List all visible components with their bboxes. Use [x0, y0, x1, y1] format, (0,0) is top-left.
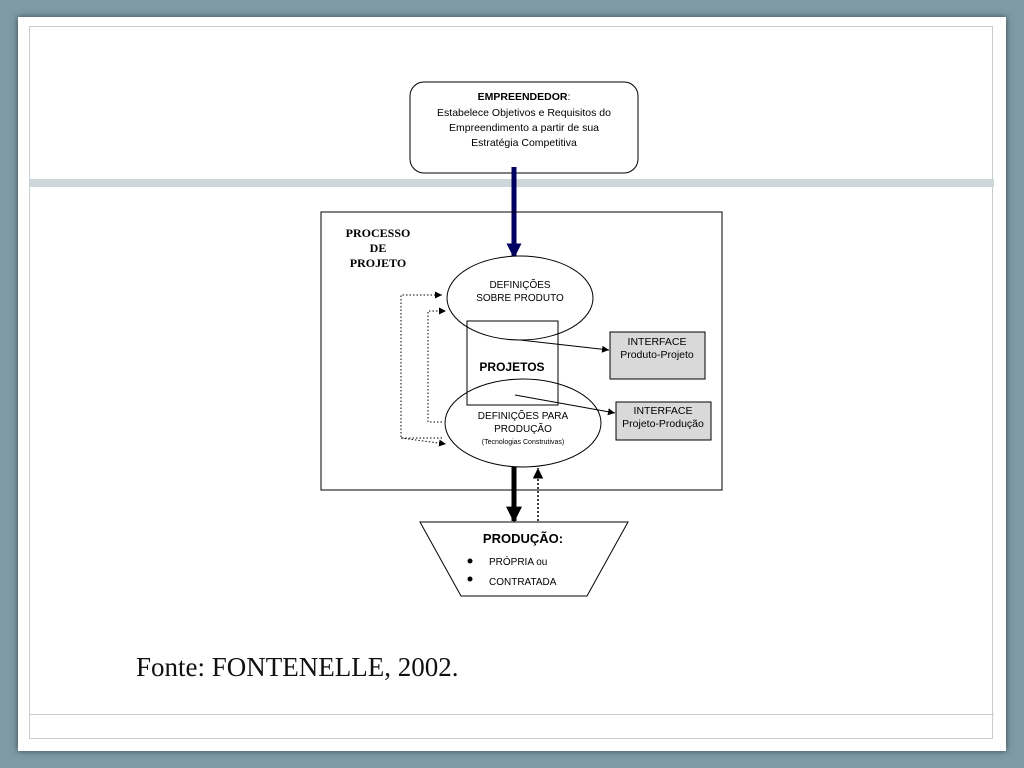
definicoes-produto-line-2: SOBRE PRODUTO — [476, 293, 564, 304]
processo-label-3: PROJETO — [350, 256, 406, 270]
processo-label-1: PROCESSO — [346, 226, 411, 240]
definicoes-producao-line-2: PRODUÇÃO — [494, 422, 552, 435]
producao-bullet-2 — [467, 576, 473, 582]
projetos-box — [466, 320, 559, 406]
arrow-to-interface-produto — [519, 339, 610, 353]
feedback-loop-bottom — [400, 437, 447, 447]
feedback-loop-outer — [400, 291, 442, 439]
interface-produto-line-2: Produto-Projeto — [620, 349, 694, 361]
processo-label-2: DE — [370, 241, 387, 255]
interface-produto-box — [609, 331, 706, 380]
projetos-label: PROJETOS — [479, 360, 544, 374]
empreendedor-line-1: Estabelece Objetivos e Requisitos do — [437, 107, 611, 119]
producao-item-2: CONTRATADA — [489, 577, 557, 588]
empreendedor-title: EMPREENDEDOR: — [478, 91, 571, 103]
producao-bullet-1 — [467, 558, 473, 564]
footer-band — [29, 714, 994, 739]
interface-producao-line-2: Projeto-Produção — [622, 418, 704, 430]
interface-produto-line-1: INTERFACE — [628, 336, 687, 348]
interface-producao-line-1: INTERFACE — [634, 405, 693, 417]
empreendedor-line-3: Estratégia Competitiva — [471, 137, 577, 149]
definicoes-producao-ellipse — [444, 378, 602, 468]
slide-inner-border — [29, 26, 993, 739]
arrow-to-interface-producao — [514, 394, 616, 416]
source-caption: Fonte: FONTENELLE, 2002. — [136, 652, 459, 682]
empreendedor-line-2: Empreendimento a partir de sua — [449, 122, 599, 134]
definicoes-producao-line-1: DEFINIÇÕES PARA — [478, 409, 569, 422]
producao-title: PRODUÇÃO: — [483, 531, 563, 546]
definicoes-producao-sub: (Tecnologias Construtivas) — [482, 439, 564, 446]
definicoes-produto-line-1: DEFINIÇÕES — [489, 278, 550, 291]
feedback-loop-inner — [427, 307, 446, 423]
interface-producao-box — [615, 401, 712, 441]
empreendedor-box — [409, 81, 639, 174]
producao-item-1: PRÓPRIA ou — [489, 555, 547, 568]
processo-box — [320, 211, 723, 491]
